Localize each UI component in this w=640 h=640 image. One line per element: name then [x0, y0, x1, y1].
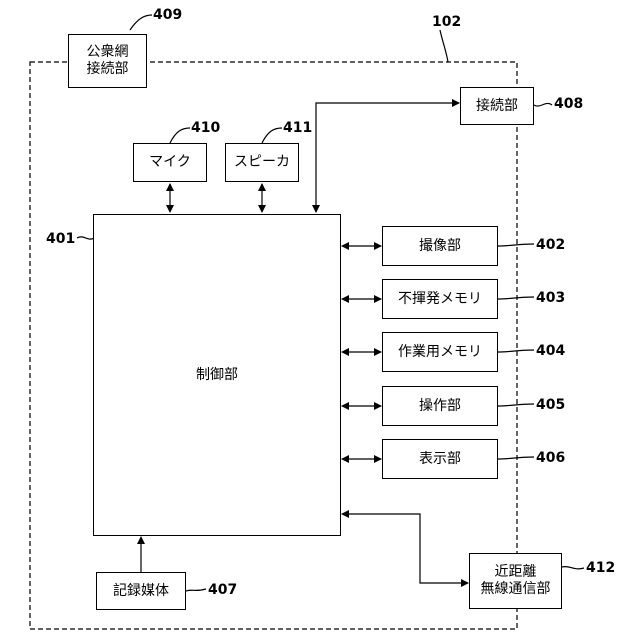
ref-406: 406 — [536, 450, 565, 466]
connection-block: 接続部 — [460, 87, 534, 125]
leader-404 — [498, 350, 534, 352]
display-label: 表示部 — [419, 451, 461, 468]
recording-medium-label: 記録媒体 — [113, 583, 169, 600]
control-label: 制御部 — [196, 367, 238, 384]
ref-405: 405 — [536, 397, 565, 413]
camera-block: 撮像部 — [382, 226, 498, 266]
control-block: 制御部 — [93, 214, 341, 536]
arrow-control-nfc — [342, 514, 468, 583]
leader-411 — [262, 128, 282, 143]
nfc-block: 近距離 無線通信部 — [469, 553, 562, 609]
recording-medium-block: 記録媒体 — [96, 572, 186, 610]
operation-block: 操作部 — [382, 386, 498, 426]
leader-401 — [77, 237, 94, 239]
leader-406 — [498, 457, 534, 459]
ref-408: 408 — [554, 96, 583, 112]
leader-407 — [186, 589, 206, 591]
leader-408 — [534, 103, 552, 106]
nonvolatile-memory-block: 不揮発メモリ — [382, 279, 498, 319]
display-block: 表示部 — [382, 439, 498, 479]
microphone-label: マイク — [149, 154, 191, 171]
microphone-block: マイク — [133, 143, 207, 182]
connection-label: 接続部 — [476, 98, 518, 115]
public-network-label-line1: 公衆網 — [87, 44, 129, 61]
speaker-block: スピーカ — [225, 143, 299, 182]
nfc-label-line1: 近距離 — [495, 564, 537, 581]
leader-405 — [498, 404, 534, 406]
operation-label: 操作部 — [419, 398, 461, 415]
arrow-control-connection — [316, 103, 459, 212]
ref-409: 409 — [153, 7, 182, 23]
ref-407: 407 — [208, 582, 237, 598]
ref-411: 411 — [283, 120, 312, 136]
leader-410 — [170, 128, 190, 143]
ref-403: 403 — [536, 290, 565, 306]
speaker-label: スピーカ — [234, 154, 290, 171]
ref-404: 404 — [536, 343, 565, 359]
leader-412 — [562, 567, 584, 569]
leader-402 — [498, 244, 534, 246]
ref-102: 102 — [432, 14, 461, 30]
camera-label: 撮像部 — [419, 238, 461, 255]
ref-412: 412 — [586, 560, 615, 576]
leader-102 — [440, 30, 448, 62]
nonvolatile-memory-label: 不揮発メモリ — [398, 291, 482, 308]
ref-410: 410 — [191, 120, 220, 136]
work-memory-label: 作業用メモリ — [398, 344, 482, 361]
ref-401: 401 — [46, 231, 75, 247]
work-memory-block: 作業用メモリ — [382, 332, 498, 372]
nfc-label-line2: 無線通信部 — [481, 581, 551, 598]
leader-409 — [130, 15, 152, 30]
public-network-block: 公衆網 接続部 — [68, 34, 147, 88]
leader-403 — [498, 297, 534, 299]
ref-402: 402 — [536, 237, 565, 253]
public-network-label-line2: 接続部 — [87, 61, 129, 78]
